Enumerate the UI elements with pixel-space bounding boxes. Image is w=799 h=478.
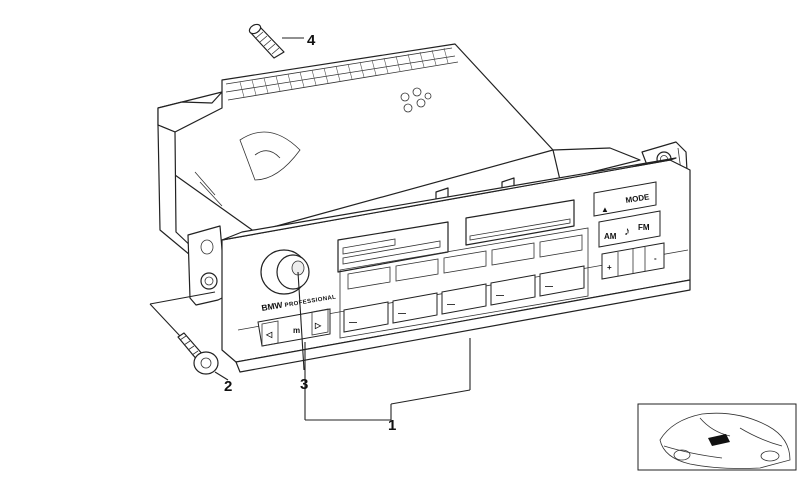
seek-button-group: ◁ m ▷ xyxy=(257,308,331,347)
seek-left-icon: ◁ xyxy=(265,330,273,339)
preset-buttons: — — — — — xyxy=(343,265,585,333)
car-outline-icon xyxy=(659,412,791,469)
vehicle-location-thumbnail xyxy=(637,403,797,471)
mode-label: MODE xyxy=(625,192,651,205)
m-button-label: m xyxy=(293,326,300,335)
preset-dash-icon: — xyxy=(447,300,455,309)
callout-2: 2 xyxy=(224,378,232,395)
callout-leaders xyxy=(297,271,471,421)
callout-4: 4 xyxy=(307,32,316,49)
volume-knob[interactable] xyxy=(260,249,310,295)
preset-dash-icon: — xyxy=(496,291,504,300)
am-label: AM xyxy=(604,232,617,241)
am-fm-button[interactable]: AM ♪ FM xyxy=(598,210,661,248)
volume-plus-icon: + xyxy=(607,263,612,272)
preset-button-3[interactable]: — xyxy=(441,283,487,315)
callout-3: 3 xyxy=(300,376,308,393)
preset-button-1[interactable]: — xyxy=(343,301,389,333)
preset-button-5[interactable]: — xyxy=(539,265,585,297)
callout-1: 1 xyxy=(388,417,396,434)
seek-right-icon: ▷ xyxy=(314,321,322,330)
mode-button[interactable]: ▲ MODE xyxy=(593,181,657,217)
part-4-threaded-pin xyxy=(248,23,304,59)
preset-button-4[interactable]: — xyxy=(490,274,536,306)
volume-rocker[interactable]: + - xyxy=(601,242,665,280)
preset-dash-icon: — xyxy=(349,318,357,327)
radio-housing xyxy=(157,43,641,256)
eject-icon: ▲ xyxy=(601,205,609,214)
preset-dash-icon: — xyxy=(398,309,406,318)
display-segments xyxy=(347,234,583,290)
radio-location-marker xyxy=(708,434,730,446)
fm-label: FM xyxy=(638,223,650,232)
radio-faceplate: BMW PROFESSIONAL ◁ m ▷ — — — xyxy=(221,157,691,373)
brand-label: BMW xyxy=(261,299,285,313)
volume-minus-icon: - xyxy=(654,254,657,263)
left-mounting-bracket xyxy=(187,225,227,306)
preset-dash-icon: — xyxy=(545,282,553,291)
music-note-icon: ♪ xyxy=(624,224,630,238)
preset-button-2[interactable]: — xyxy=(392,292,438,324)
part-2-screw xyxy=(149,291,229,381)
